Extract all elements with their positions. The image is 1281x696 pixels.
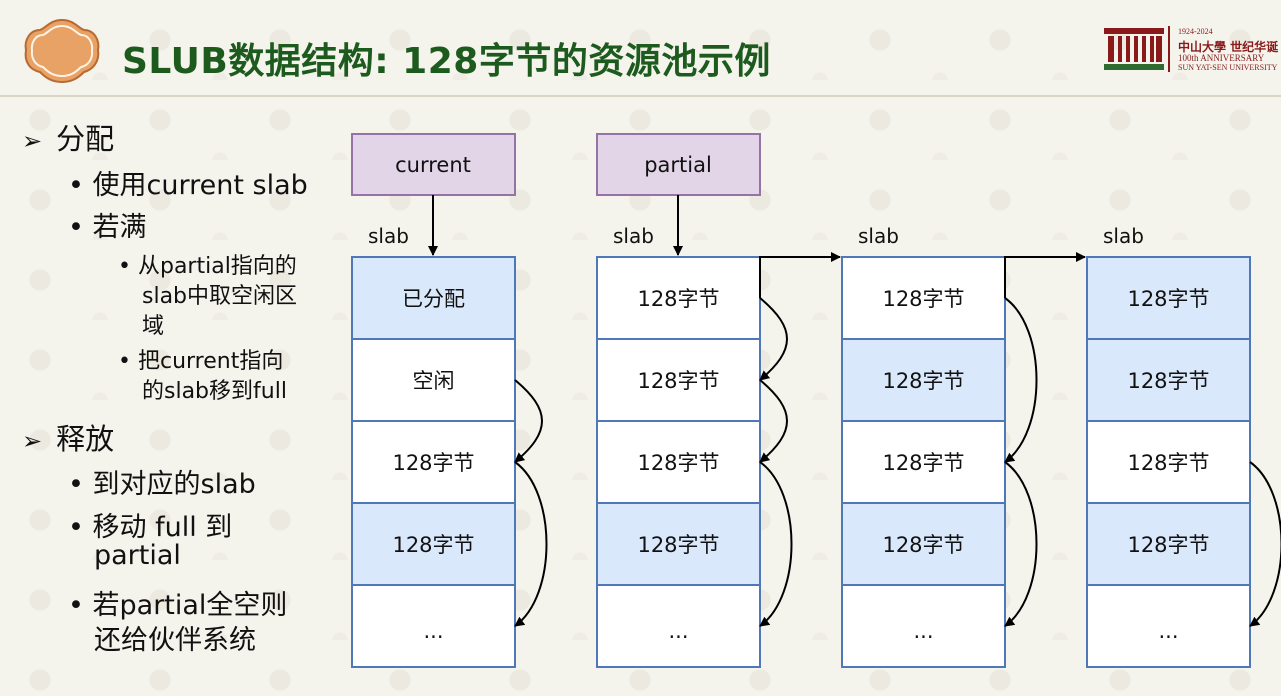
slab-cell (351, 256, 516, 340)
bullet-alloc: ➢ 分配 (22, 116, 114, 158)
slab-cell-label: 已分配 (402, 287, 465, 311)
slab-cell-label: 128字节 (882, 287, 964, 311)
sub-bullet-partial: • 从partial指向的 (118, 254, 297, 279)
slab-cell-label: 128字节 (882, 369, 964, 393)
bullet-to-slab-label: 到对应的slab (92, 469, 256, 500)
bullet-move-full-line2: partial (94, 540, 181, 571)
bullet-arrow-icon: ➢ (22, 427, 43, 455)
freelist-arrow (514, 461, 548, 627)
slab-cell-label: ... (1158, 619, 1178, 643)
slab-cell-label: 128字节 (637, 369, 719, 393)
slab-cell (351, 338, 516, 422)
freelist-arrow (1004, 461, 1038, 627)
freelist-arrow (514, 379, 543, 463)
sub-bullet-move-current: • 把current指向 (118, 349, 284, 374)
slab-cell-label: 128字节 (637, 287, 719, 311)
slab-label: slab (613, 224, 654, 248)
slab-cell (596, 420, 761, 504)
slab-label: slab (368, 224, 409, 248)
slab-cell-label: 128字节 (1127, 533, 1209, 557)
freelist-arrow (759, 379, 788, 463)
slab-cell-label: 128字节 (882, 533, 964, 557)
header-divider (0, 95, 1281, 97)
bullet-move-full: • 移动 full 到 (68, 512, 233, 543)
bullet-move-full-line1: 移动 full 到 (92, 512, 233, 543)
slab-cell-label: 128字节 (637, 533, 719, 557)
slab-link-arrow (759, 252, 841, 298)
pointer-label-current: current (395, 153, 471, 177)
slab-cell-label: 128字节 (637, 451, 719, 475)
bullet-free: ➢ 释放 (22, 416, 114, 458)
bullet-if-full: • 若满 (68, 212, 147, 243)
university-logo-icon (1104, 26, 1170, 72)
bullet-free-label: 释放 (56, 422, 115, 456)
slab-label: slab (1103, 224, 1144, 248)
bullet-to-slab: • 到对应的slab (68, 469, 256, 500)
freelist-arrow (1004, 297, 1038, 463)
slab-cell-label: ... (913, 619, 933, 643)
bullet-alloc-label: 分配 (56, 122, 115, 156)
pointer-box-partial (596, 133, 761, 196)
slab-cell-label: 128字节 (392, 451, 474, 475)
bullet-use-current-label: 使用current slab (92, 170, 308, 201)
bullet-partial-empty-line2: 还给伙伴系统 (94, 625, 256, 656)
slab-cell-label: 128字节 (1127, 369, 1209, 393)
bullet-if-full-label: 若满 (92, 212, 147, 243)
slab-cell-label: ... (668, 619, 688, 643)
bullet-arrow-icon: ➢ (22, 127, 43, 155)
slab-cell (351, 584, 516, 668)
slab-cell (841, 502, 1006, 586)
slab-cell (841, 420, 1006, 504)
bullet-partial-empty-line1: 若partial全空则 (92, 590, 288, 621)
freelist-arrow (759, 461, 793, 627)
slab-cell (596, 502, 761, 586)
sub-bullet-move-current-line1: 把current指向 (137, 349, 284, 374)
slide-logo-icon (24, 18, 100, 84)
sub-bullet-move-current-line2: 的slab移到full (142, 379, 287, 404)
slab-cell (596, 338, 761, 422)
university-name-cn: 中山大學 世纪华诞 (1178, 40, 1279, 54)
bullet-partial-empty: • 若partial全空则 (68, 590, 288, 621)
slab-cell (596, 256, 761, 340)
slab-link-arrow (1004, 252, 1086, 298)
bullet-use-current: • 使用current slab (68, 170, 308, 201)
pointer-box-current (351, 133, 516, 196)
freelist-arrow (1249, 461, 1281, 627)
slab-cell (1086, 584, 1251, 668)
slab-cell (351, 502, 516, 586)
page-title: SLUB数据结构: 128字节的资源池示例 (122, 41, 771, 82)
slab-cell (1086, 502, 1251, 586)
slab-cell-label: 空闲 (413, 369, 455, 393)
university-years: 1924-2024 (1178, 27, 1213, 36)
slab-label: slab (858, 224, 899, 248)
slab-cell-label: ... (423, 619, 443, 643)
slab-cell (841, 584, 1006, 668)
slab-cell (351, 420, 516, 504)
slab-cell-label: 128字节 (882, 451, 964, 475)
slab-cell-label: 128字节 (1127, 287, 1209, 311)
slab-cell-label: 128字节 (392, 533, 474, 557)
freelist-arrow (759, 297, 788, 381)
sub-bullet-partial-line3: 域 (142, 314, 165, 339)
sub-bullet-partial-line1: 从partial指向的 (137, 254, 297, 279)
university-name-en: SUN YAT-SEN UNIVERSITY (1178, 63, 1278, 72)
pointer-label-partial: partial (644, 153, 712, 177)
slab-cell-label: 128字节 (1127, 451, 1209, 475)
slab-cell (596, 584, 761, 668)
university-anniversary: 100th ANNIVERSARY (1178, 53, 1265, 63)
sub-bullet-partial-line2: slab中取空闲区 (142, 284, 298, 309)
